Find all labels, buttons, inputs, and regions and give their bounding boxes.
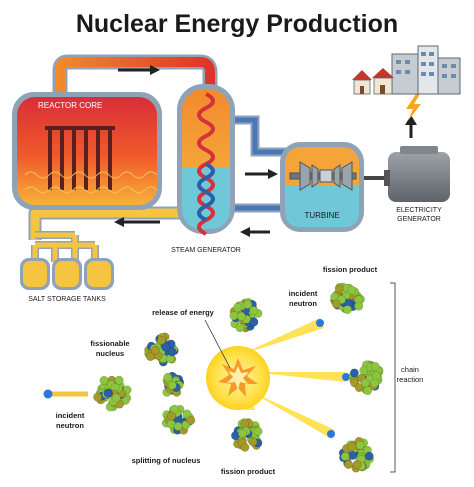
fission-product-top-label: fission product [323, 265, 378, 274]
electricity-generator: ELECTRICITY GENERATOR [384, 146, 450, 223]
hot-pipe [52, 54, 218, 100]
incident-neutron-top-label-1: incident [289, 289, 318, 298]
fission-product-bottom-label: fission product [221, 467, 276, 476]
flow-arrow-from-turbine [240, 227, 270, 237]
cool-coil [197, 162, 215, 222]
reactor-core: REACTOR CORE [12, 92, 162, 210]
fissionable-nucleus-label-2: nucleus [96, 349, 124, 358]
incident-neutron-left-label-1: incident [56, 411, 85, 420]
electricity-generator-label-2: GENERATOR [397, 216, 441, 223]
energy-burst [206, 346, 270, 410]
emitted-neutrons [327, 373, 350, 438]
chain-reaction-label-2: reaction [397, 375, 424, 384]
steam-generator-label: STEAM GENERATOR [171, 247, 241, 254]
incident-neutron-top [316, 319, 324, 327]
incident-neutron-left-label-2: neutron [56, 421, 84, 430]
chain-product-3 [338, 436, 374, 473]
lightning-bolt-icon [406, 94, 421, 121]
incident-neutron-left [43, 389, 88, 399]
reactor-rods [45, 126, 115, 190]
steam-generator: STEAM GENERATOR [171, 84, 241, 254]
page-title: Nuclear Energy Production [76, 10, 398, 38]
chain-reaction-bracket [390, 282, 396, 473]
fissionable-nucleus [93, 375, 132, 412]
fission-product-lower [231, 418, 263, 452]
reactor-core-label: REACTOR CORE [38, 101, 102, 110]
salt-tank-pipes [31, 231, 99, 262]
nuclei-clusters [93, 282, 384, 473]
splitting-nucleus-top [144, 332, 179, 367]
salt-storage-tanks-label: SALT STORAGE TANKS [28, 296, 106, 303]
energy-rays [240, 318, 345, 438]
city-buildings-icon [352, 45, 461, 95]
flow-arrow-to-turbine [245, 169, 278, 179]
fissionable-nucleus-label-1: fissionable [90, 339, 129, 348]
splitting-nucleus-bottom [161, 404, 196, 435]
up-arrow-icon [405, 115, 417, 138]
flow-arrow-left-return [114, 217, 160, 227]
chain-product-2 [348, 360, 384, 396]
turbine-rotor [289, 161, 357, 191]
release-of-energy-label: release of energy [152, 308, 215, 317]
salt-storage-tanks: SALT STORAGE TANKS [20, 258, 114, 303]
electricity-generator-label-1: ELECTRICITY [396, 207, 442, 214]
turbine: TURBINE [280, 142, 364, 232]
splitting-of-nucleus-label: splitting of nucleus [132, 456, 201, 465]
turbine-label: TURBINE [304, 211, 339, 220]
chain-reaction-label-1: chain [401, 365, 419, 374]
splitting-nucleus-middle [162, 371, 185, 397]
chain-product-1 [330, 282, 365, 315]
fission-product-upper [229, 297, 263, 333]
incident-neutron-top-label-2: neutron [289, 299, 317, 308]
flow-arrow-top [118, 65, 160, 75]
